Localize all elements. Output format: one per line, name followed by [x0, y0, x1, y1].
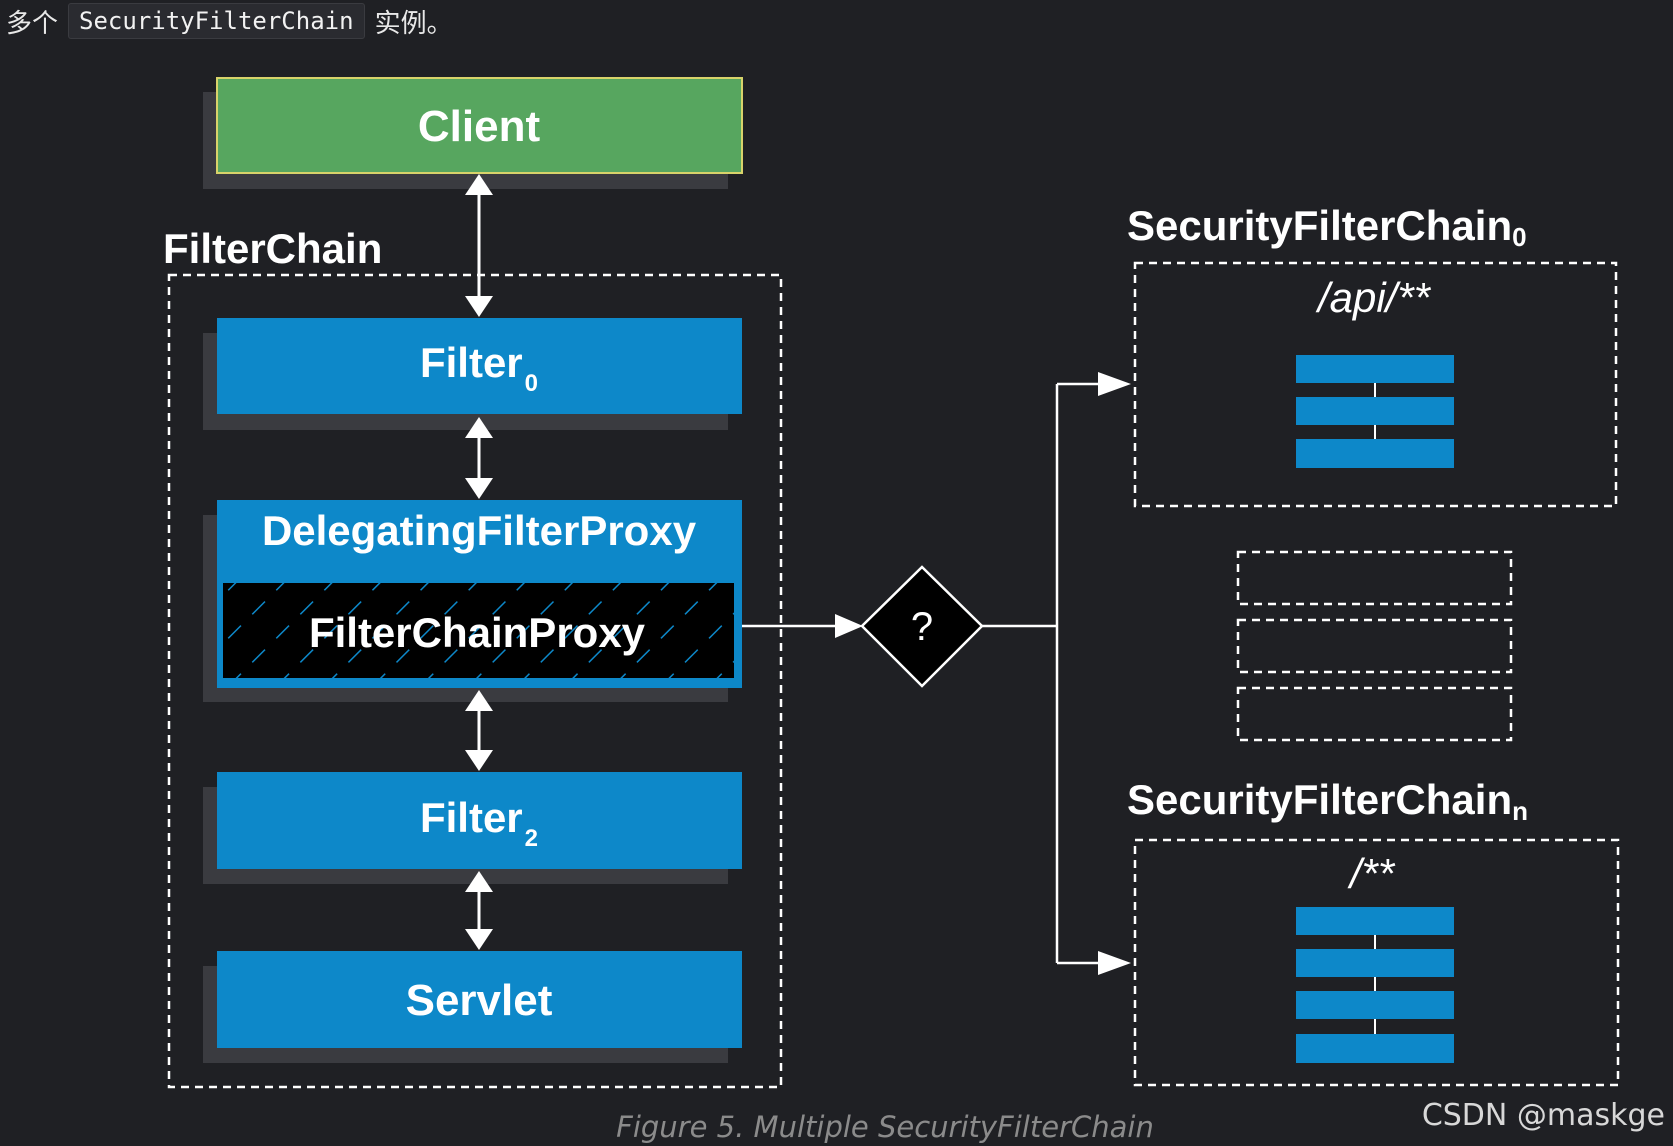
placeholder-chain — [1236, 550, 1513, 606]
sfcn-pattern: /** — [1347, 850, 1396, 897]
sfc0-title-sub: 0 — [1512, 222, 1526, 252]
delegating-filter-proxy-node: DelegatingFilterProxy FilterChainProxy — [203, 500, 742, 702]
arrow-filter0-delegating — [465, 417, 493, 499]
decision-label: ? — [911, 605, 933, 649]
branch-lines — [982, 382, 1101, 965]
sfc0-title-base: SecurityFilterChain — [1127, 202, 1512, 249]
intro-prefix: 多个 — [6, 8, 59, 39]
sfcn-filter-bar — [1296, 949, 1454, 977]
filter0-node: Filter0 — [203, 318, 742, 430]
filter-chain-proxy-box — [223, 583, 734, 678]
intro-line: 多个 SecurityFilterChain 实例。 — [6, 0, 453, 42]
filter-chain-proxy-label: FilterChainProxy — [309, 609, 646, 656]
filterchain-container — [167, 273, 783, 1089]
intro-code: SecurityFilterChain — [68, 3, 365, 39]
filter2-box — [217, 772, 742, 869]
filter0-label: Filter0 — [420, 339, 538, 397]
servlet-box — [217, 951, 742, 1048]
arrow-proxy-to-decision — [742, 614, 863, 638]
sfcn-filter-bar — [1296, 1034, 1454, 1063]
arrow-delegating-filter2 — [465, 690, 493, 771]
placeholder-chains — [1236, 550, 1513, 742]
sfc0-container — [1133, 261, 1618, 508]
decision-node: ? — [860, 565, 984, 688]
delegating-label: DelegatingFilterProxy — [262, 507, 697, 554]
filter2-node: Filter2 — [203, 772, 742, 884]
sfcn-filter-bar — [1296, 991, 1454, 1019]
filter2-label-base: Filter — [420, 794, 523, 841]
filter0-box — [217, 318, 742, 414]
sfc0-filter-bar — [1296, 355, 1454, 383]
sfc0-pattern: /api/** — [1315, 274, 1432, 321]
sfc0-filter-bar — [1296, 439, 1454, 468]
client-node: Client — [203, 77, 743, 189]
sfcn-title-sub: n — [1512, 796, 1528, 826]
arrow-to-sfcn — [1098, 951, 1131, 975]
filter2-label-sub: 2 — [525, 825, 538, 852]
decision-diamond — [860, 565, 984, 688]
placeholder-chain — [1236, 686, 1513, 742]
security-filter-chain-n: SecurityFilterChainn /** — [1127, 776, 1620, 1087]
sfcn-title: SecurityFilterChainn — [1127, 776, 1528, 826]
csdn-watermark: CSDN @maskge — [1421, 1098, 1665, 1133]
sfcn-container — [1133, 838, 1620, 1087]
placeholder-chain — [1236, 618, 1513, 674]
sfc0-filter-bar — [1296, 397, 1454, 425]
figure-caption: Figure 5. Multiple SecurityFilterChain — [616, 1110, 1154, 1144]
arrow-filter2-servlet — [465, 871, 493, 950]
intro-suffix: 实例。 — [374, 8, 453, 39]
arrow-to-sfc0 — [1098, 372, 1131, 396]
filter0-label-base: Filter — [420, 339, 523, 386]
security-filter-chain-0: SecurityFilterChain0 /api/** — [1127, 202, 1618, 508]
sfc0-title: SecurityFilterChain0 — [1127, 202, 1527, 252]
client-label: Client — [418, 102, 541, 151]
filter0-label-sub: 0 — [525, 370, 538, 397]
client-box — [216, 77, 743, 174]
sfcn-title-base: SecurityFilterChain — [1127, 776, 1512, 823]
arrow-client-filter0 — [465, 174, 493, 317]
filter2-label: Filter2 — [420, 794, 538, 852]
filterchain-label: FilterChain — [163, 225, 382, 272]
sfcn-filter-bar — [1296, 907, 1454, 935]
vertical-arrows — [465, 174, 493, 950]
servlet-label: Servlet — [406, 976, 553, 1025]
servlet-node: Servlet — [203, 951, 742, 1063]
